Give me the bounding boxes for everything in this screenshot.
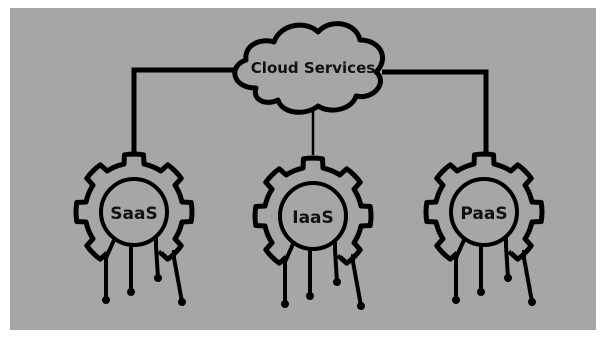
gear-icon bbox=[423, 151, 545, 306]
circuit-node-dot bbox=[127, 288, 135, 296]
circuit-leg bbox=[154, 238, 160, 279]
paas-label: PaaS bbox=[460, 204, 507, 224]
circuit-leg bbox=[522, 250, 534, 303]
gear-outline bbox=[73, 151, 195, 262]
cloud-icon bbox=[232, 21, 385, 115]
gear-outline bbox=[252, 155, 374, 266]
circuit-leg bbox=[104, 239, 116, 300]
gear-outline bbox=[423, 151, 545, 262]
gear-icon bbox=[73, 151, 195, 306]
saas-gear-node: SaaS bbox=[73, 151, 195, 306]
circuit-node-dot bbox=[477, 288, 485, 296]
circuit-node-dot bbox=[178, 298, 186, 306]
gear-hub-ring bbox=[449, 177, 519, 247]
iaas-label: IaaS bbox=[292, 208, 334, 228]
circuit-leg bbox=[333, 242, 339, 283]
iaas-gear-node: IaaS bbox=[252, 155, 374, 310]
circuit-node-dot bbox=[357, 302, 365, 310]
circuit-node-dot bbox=[528, 298, 536, 306]
circuit-node-dot bbox=[102, 296, 110, 304]
circuit-node-dot bbox=[306, 292, 314, 300]
circuit-leg bbox=[351, 254, 363, 307]
circuit-node-dot bbox=[504, 274, 512, 282]
circuit-leg bbox=[283, 243, 295, 304]
gear-hub-ring bbox=[99, 177, 169, 247]
connector-right bbox=[382, 69, 489, 152]
circuit-node-dot bbox=[281, 300, 289, 308]
circuit-node-dot bbox=[154, 274, 162, 282]
root-label: Cloud Services bbox=[251, 59, 375, 77]
connector-left bbox=[131, 67, 244, 152]
paas-gear-node: PaaS bbox=[423, 151, 545, 306]
circuit-leg bbox=[172, 250, 184, 303]
gear-hub-ring bbox=[278, 181, 348, 251]
gear-icon bbox=[252, 155, 374, 310]
saas-label: SaaS bbox=[110, 204, 157, 224]
circuit-node-dot bbox=[333, 278, 341, 286]
circuit-node-dot bbox=[452, 296, 460, 304]
circuit-leg bbox=[504, 238, 510, 279]
circuit-leg bbox=[454, 239, 466, 300]
